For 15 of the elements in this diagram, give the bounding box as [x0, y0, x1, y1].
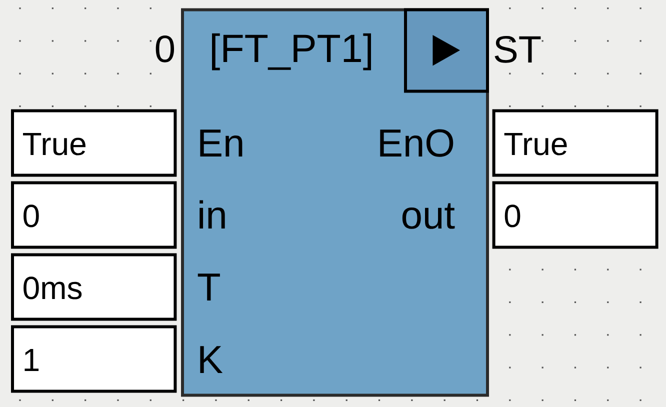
- block-number: 0: [156, 35, 174, 62]
- block-tag: ST: [494, 36, 541, 63]
- pin-label: En: [200, 130, 242, 156]
- pin-label: K: [200, 346, 223, 373]
- pin-label: in: [200, 200, 225, 228]
- input-field: 0ms: [11, 253, 177, 321]
- input-field: 1: [11, 325, 177, 393]
- input-field: True: [11, 109, 177, 177]
- pin-label: EnO: [380, 129, 454, 157]
- pin-label: T: [198, 274, 220, 300]
- pin-label: out: [402, 203, 455, 229]
- input-field: 0: [11, 181, 177, 249]
- output-field: 0: [492, 181, 658, 249]
- block-title: [FT_PT1]: [212, 33, 371, 70]
- output-field: True: [492, 109, 658, 177]
